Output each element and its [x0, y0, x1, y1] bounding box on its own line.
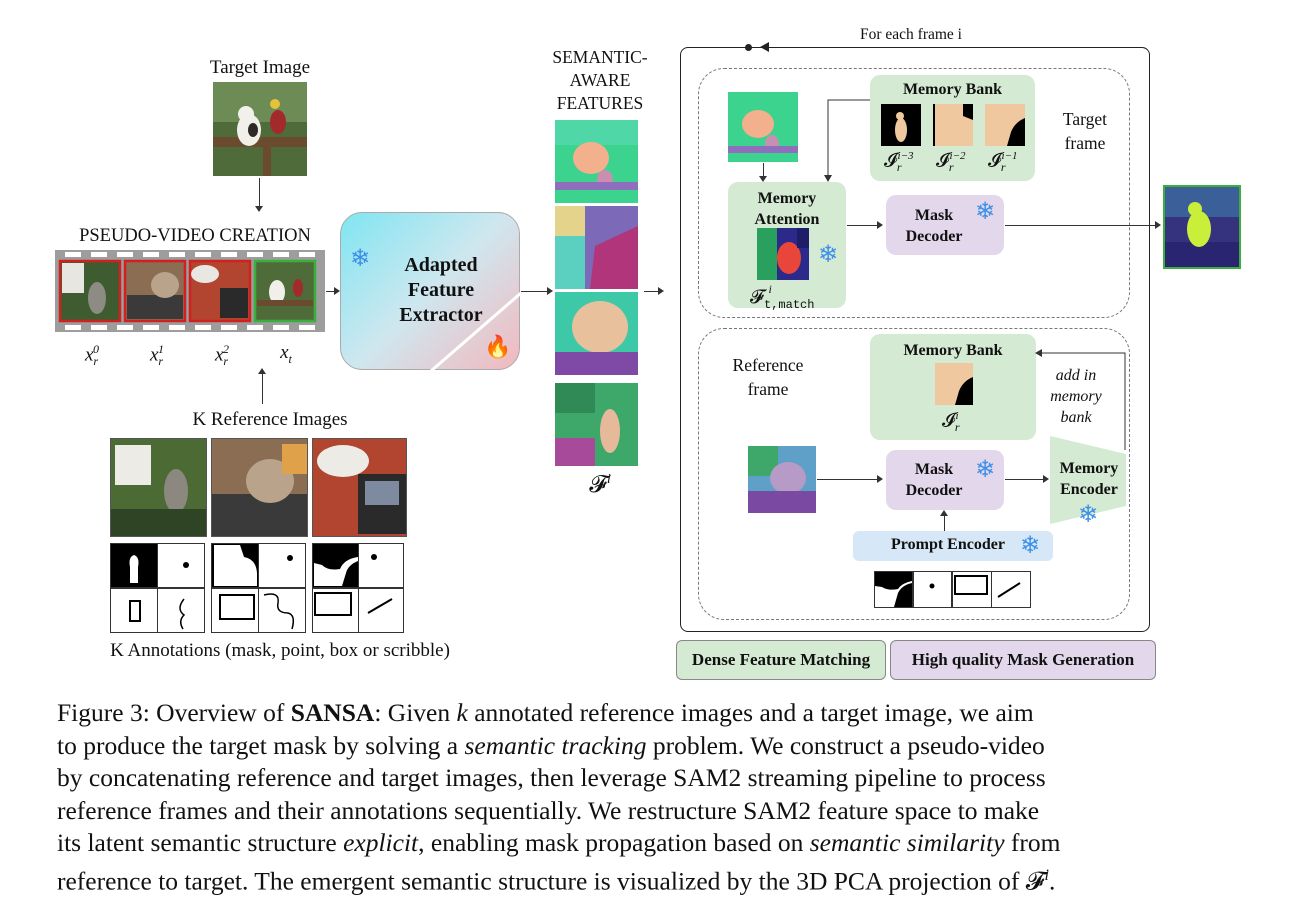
loop-dot	[745, 44, 752, 51]
mask-decoder-label: Mask Decoder	[905, 461, 963, 499]
arrow-line	[326, 291, 336, 292]
prompt-encoder-box: Prompt Encoder	[853, 531, 1053, 561]
memory-encoder-shape	[1050, 436, 1126, 524]
frame-label-3: xt	[280, 342, 292, 366]
arrow-head	[1155, 221, 1161, 229]
arrow-line	[1005, 479, 1045, 480]
arrow-line	[944, 513, 945, 531]
memory-attention-label: Memory Attention	[754, 190, 820, 228]
match-heatmap	[757, 228, 809, 280]
arrow-line	[763, 163, 764, 179]
arrow-head	[547, 287, 553, 295]
match-symbol: 𝓕t,matchi	[750, 282, 815, 312]
legend-high-quality: High quality Mask Generation	[890, 640, 1156, 680]
target-frame-box	[698, 68, 1130, 318]
memory-symbol-3: 𝓘ri−1	[988, 150, 1018, 175]
reference-image-1	[110, 438, 207, 537]
k-reference-label: K Reference Images	[192, 409, 348, 430]
memory-mask-3	[985, 104, 1025, 146]
snowflake-icon: ❄	[1020, 531, 1041, 559]
arrow-head	[759, 176, 767, 182]
frame-label-2: xr2	[214, 342, 230, 369]
reference-frame-label: Reference frame	[732, 355, 804, 399]
snowflake-icon: ❄	[1078, 500, 1099, 528]
reference-image-3	[312, 438, 407, 537]
mask-decoder-reference: Mask Decoder	[886, 450, 1004, 510]
adapted-feature-extractor: Adapted Feature Extractor	[340, 212, 521, 371]
arrow-line	[1005, 225, 1157, 226]
reference-memory-symbol: 𝓘ri	[942, 410, 960, 435]
target-frame-label: Target frame	[1062, 109, 1108, 153]
flame-icon: 🔥	[484, 335, 512, 360]
memory-bank-title: Memory Bank	[903, 342, 1003, 359]
arrow-head	[258, 368, 266, 374]
arrow-head	[877, 221, 883, 229]
arrow-line	[262, 372, 263, 404]
add-in-memory-label: add in memory bank	[1050, 367, 1102, 426]
reference-memory-mask	[935, 363, 973, 405]
arrow-line	[817, 479, 879, 480]
film-strip	[55, 250, 325, 332]
semantic-features-label: SEMANTIC-AWARE FEATURES	[552, 47, 648, 113]
arrow-line	[521, 291, 549, 292]
feature-map-ref-1	[555, 206, 638, 289]
feature-map-ref-2	[555, 292, 638, 375]
memory-symbol-1: 𝓘ri−3	[884, 150, 914, 175]
mask-decoder-label: Mask Decoder	[905, 207, 963, 245]
prompt-encoder-label: Prompt Encoder	[891, 536, 1005, 553]
connector-memory-attention	[824, 99, 870, 182]
feature-symbol: 𝓕i	[589, 472, 611, 498]
snowflake-icon: ❄	[818, 240, 839, 268]
arrow-head	[1043, 475, 1049, 483]
memory-symbol-2: 𝓘ri−2	[936, 150, 966, 175]
feature-map-target	[555, 120, 638, 203]
arrow-head	[940, 510, 948, 516]
prompt-strip	[874, 571, 1032, 608]
reference-image-2	[211, 438, 308, 537]
extractor-label: Adapted Feature Extractor	[399, 254, 483, 326]
snowflake-icon: ❄	[350, 244, 371, 272]
reference-feature-thumb	[748, 446, 816, 513]
connector-add-memory	[1035, 349, 1126, 450]
loop-arrow-head	[760, 42, 769, 52]
memory-encoder-label: Memory Encoder	[1059, 460, 1119, 498]
frame-label-0: xr0	[84, 342, 100, 369]
k-annotations-label: K Annotations (mask, point, box or scrib…	[110, 640, 450, 661]
arrow-head	[255, 206, 263, 212]
snowflake-icon: ❄	[975, 197, 996, 225]
arrow-line	[644, 291, 660, 292]
pseudo-video-label: PSEUDO-VIDEO CREATION	[79, 226, 311, 246]
target-feature-thumb	[728, 92, 798, 162]
legend-dense-feature: Dense Feature Matching	[676, 640, 886, 680]
arrow-head	[877, 475, 883, 483]
output-mask	[1163, 185, 1241, 269]
snowflake-icon: ❄	[975, 455, 996, 483]
memory-mask-1	[881, 104, 921, 146]
arrow-line	[847, 225, 879, 226]
pipeline-box	[680, 47, 1150, 632]
arrow-head	[658, 287, 664, 295]
reference-frame-box	[698, 328, 1130, 620]
memory-mask-2	[933, 104, 973, 146]
mask-decoder-target: Mask Decoder	[886, 195, 1004, 255]
figure-caption: Figure 3: Overview of SANSA: Given k ann…	[57, 698, 1061, 895]
target-image	[213, 82, 307, 176]
arrow-head	[334, 287, 340, 295]
arrow-line	[259, 178, 260, 210]
target-image-label: Target Image	[209, 57, 311, 78]
annotations-grid	[110, 543, 405, 633]
feature-map-ref-3	[555, 383, 638, 466]
frame-label-1: xr1	[149, 342, 165, 369]
memory-bank-title: Memory Bank	[902, 81, 1003, 98]
for-each-frame-label: For each frame i	[860, 26, 962, 43]
